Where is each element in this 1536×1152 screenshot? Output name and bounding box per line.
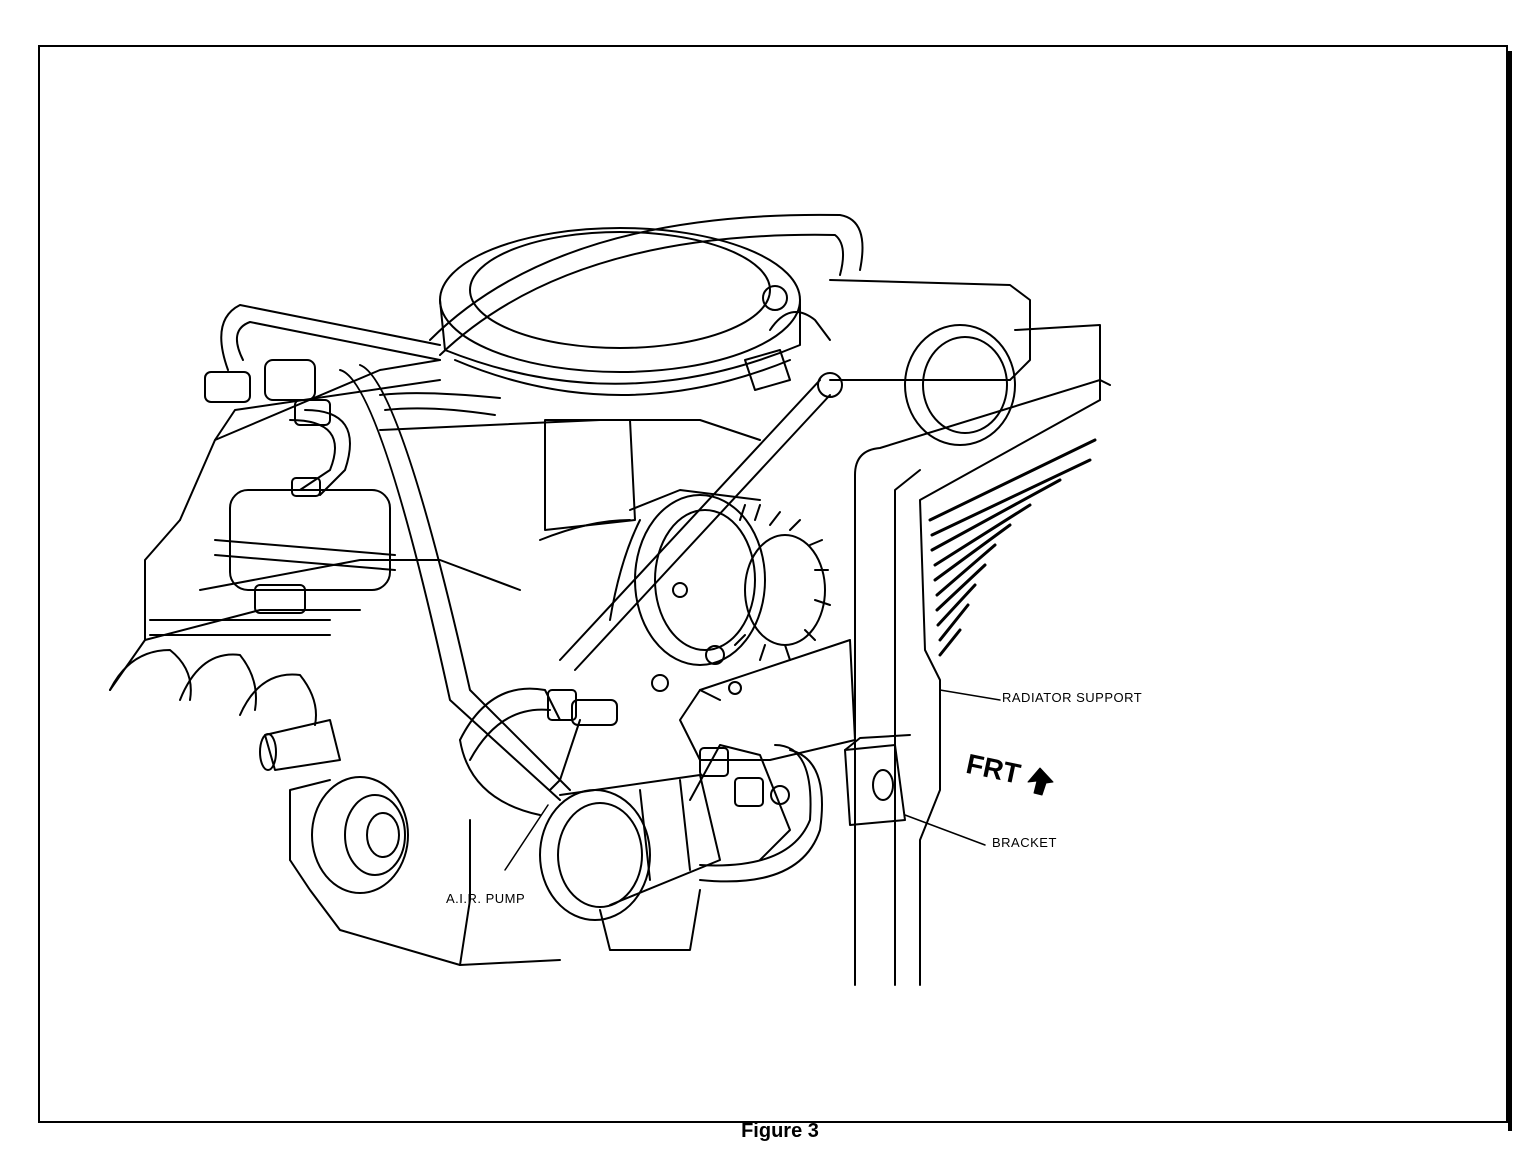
mount-bracket — [844, 734, 911, 826]
air-pump — [539, 744, 823, 951]
label-radiator-support: RADIATOR SUPPORT — [1002, 690, 1143, 705]
distributor — [829, 279, 1101, 446]
leader-lines — [504, 689, 1001, 871]
front-arrow-icon — [1027, 767, 1054, 796]
air-cleaner — [439, 227, 801, 396]
radiator-fins — [928, 438, 1097, 657]
label-air-pump: A.I.R. PUMP — [446, 891, 526, 906]
label-bracket: BRACKET — [992, 835, 1057, 850]
figure-caption: Figure 3 — [741, 1120, 819, 1142]
alternator-bracket — [651, 639, 856, 761]
vacuum-hoses — [220, 213, 864, 801]
figure-frame — [38, 45, 1512, 1131]
valve-fittings — [149, 359, 331, 636]
pump-hoses — [459, 687, 618, 816]
exhaust-manifold — [109, 649, 341, 771]
throttle-linkage — [539, 285, 843, 671]
crank-pulley — [311, 776, 409, 894]
engine-block — [109, 359, 761, 966]
radiator-support — [854, 379, 1111, 986]
alternator — [609, 489, 831, 666]
